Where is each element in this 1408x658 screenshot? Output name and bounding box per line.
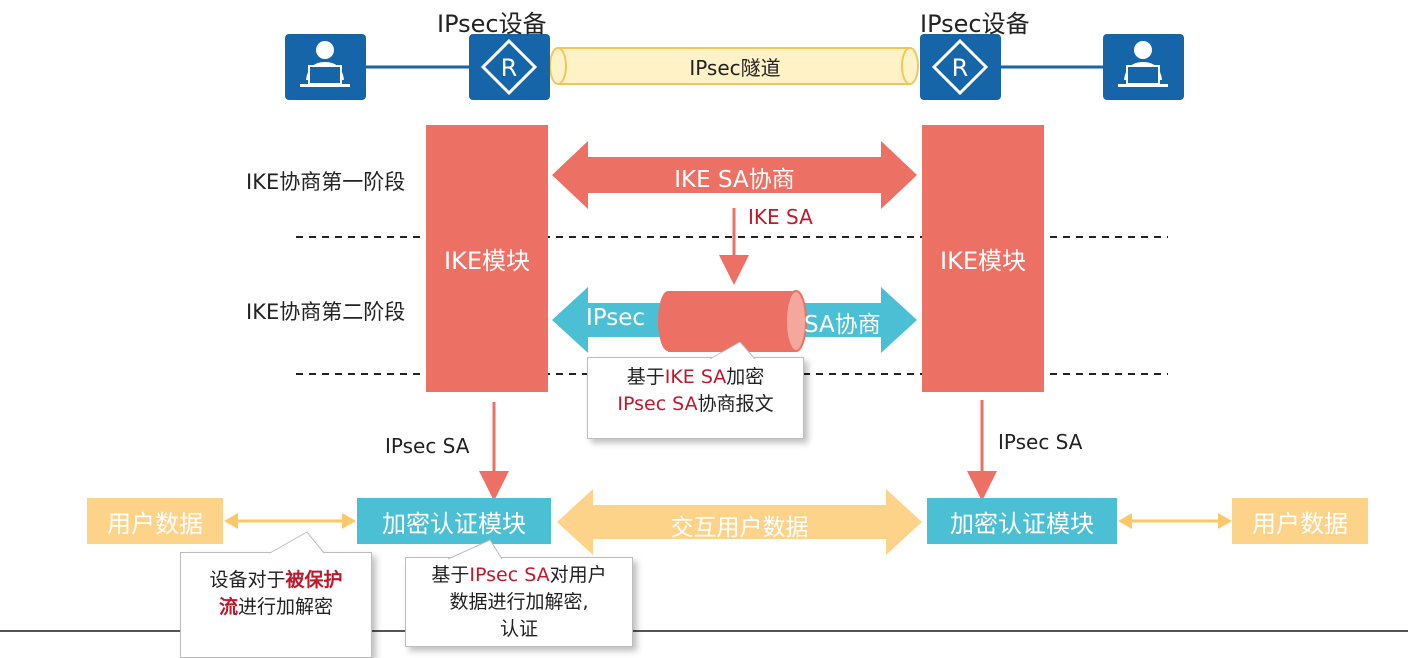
ike-sa-negotiation-arrow	[552, 141, 917, 209]
exchange-user-data-label: 交互用户数据	[670, 515, 809, 541]
mid-bottom-callout: 基于IPsec SA对用户 数据进行加解密, 认证	[405, 557, 633, 647]
encrypted-pipe	[658, 290, 807, 352]
user-data-right-label: 用户数据	[1252, 509, 1348, 538]
phase1-label: IKE协商第一阶段	[246, 170, 406, 194]
user-data-left: 用户数据	[87, 498, 223, 544]
ipsec-sa-right-label: IPsec SA	[998, 430, 1083, 454]
left-data-link-arrow	[224, 513, 356, 529]
svg-text:R: R	[952, 54, 969, 82]
right-device-label: IPsec设备	[920, 10, 1030, 38]
ipsec-sa-left-label: IPsec SA	[385, 434, 470, 458]
left-router-icon: R	[469, 34, 550, 100]
center-callout: 基于IKE SA加密 IPsec SA协商报文	[587, 357, 804, 439]
center-callout-line1: 基于IKE SA加密	[626, 366, 765, 388]
left-callout-line2: 流进行加解密	[218, 596, 334, 618]
ike-module-right-label: IKE模块	[940, 247, 1026, 275]
right-user-pc-icon	[1103, 34, 1184, 100]
phase2-label: IKE协商第二阶段	[246, 300, 406, 324]
ike-module-right: IKE模块	[922, 125, 1044, 392]
mid-callout-line1: 基于IPsec SA对用户	[431, 564, 607, 586]
sa-negotiation-part-label: SA协商	[804, 312, 881, 338]
mid-callout-pointer	[447, 539, 503, 560]
ipsec-part-label: IPsec	[586, 305, 646, 331]
left-user-pc-icon	[285, 34, 366, 100]
ike-module-left: IKE模块	[426, 125, 548, 392]
crypto-module-right-label: 加密认证模块	[950, 509, 1094, 538]
left-bottom-callout: 设备对于被保护 流进行加解密	[180, 552, 372, 658]
ike-sa-negotiation-label: IKE SA协商	[674, 167, 795, 193]
left-device-label: IPsec设备	[437, 10, 547, 38]
crypto-module-left: 加密认证模块	[357, 498, 551, 544]
mid-callout-line3: 认证	[499, 618, 538, 640]
right-router-icon: R	[920, 34, 1001, 100]
svg-text:R: R	[501, 54, 518, 82]
crypto-module-right: 加密认证模块	[927, 498, 1117, 544]
center-callout-pointer	[709, 341, 756, 360]
exchange-user-data-arrow	[557, 489, 922, 555]
left-callout-line1: 设备对于被保护	[209, 569, 343, 591]
user-data-left-label: 用户数据	[107, 509, 203, 538]
tunnel-label: IPsec隧道	[689, 56, 781, 80]
user-data-right: 用户数据	[1232, 498, 1368, 544]
mid-callout-line2: 数据进行加解密,	[449, 591, 589, 613]
right-data-link-arrow	[1118, 513, 1232, 529]
left-callout-pointer	[269, 531, 325, 554]
ike-module-left-label: IKE模块	[444, 247, 530, 275]
ike-sa-label: IKE SA	[748, 205, 813, 229]
ipsec-tunnel	[549, 47, 919, 85]
crypto-module-left-label: 加密认证模块	[382, 509, 526, 538]
center-callout-line2: IPsec SA协商报文	[617, 393, 774, 415]
